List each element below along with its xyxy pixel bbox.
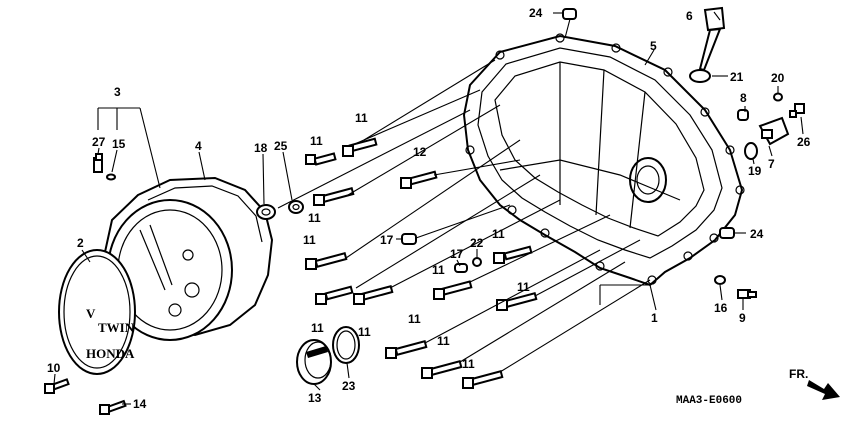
cover-bolt-bosses (465, 33, 745, 285)
callout-labels: 3 27 15 4 2 18 25 10 14 13 23 11 11 11 1… (47, 6, 811, 411)
callout-11: 11 (408, 312, 421, 326)
callout-11: 11 (517, 280, 530, 294)
callout-24: 24 (529, 6, 543, 20)
emblem-plate: V TWIN HONDA (58, 249, 136, 375)
callout-10: 10 (47, 361, 61, 375)
bolt (433, 280, 473, 300)
bolt-12 (400, 170, 438, 189)
bolt (342, 137, 378, 157)
bolt-14 (99, 399, 127, 415)
o-ring-19 (744, 142, 758, 160)
dowel-pin-17a (401, 233, 417, 245)
callout-9: 9 (739, 311, 746, 325)
callout-11: 11 (492, 227, 505, 241)
bolt (421, 359, 463, 379)
callout-11: 11 (310, 134, 323, 148)
dipstick-6 (698, 6, 726, 72)
callout-21: 21 (730, 70, 744, 84)
callout-23: 23 (342, 379, 356, 393)
callout-27: 27 (92, 135, 106, 149)
callout-3: 3 (114, 85, 121, 99)
callout-1: 1 (651, 311, 658, 325)
callout-17: 17 (450, 247, 464, 261)
callout-20: 20 (771, 71, 785, 85)
callout-24: 24 (750, 227, 764, 241)
o-ring-25 (288, 200, 304, 214)
callout-8: 8 (740, 91, 747, 105)
bolt-26 (789, 103, 805, 118)
callout-13: 13 (308, 391, 322, 405)
bolt-10 (44, 378, 70, 394)
callout-11: 11 (358, 325, 371, 339)
callout-19: 19 (748, 164, 762, 178)
dowel-pin-24-top (562, 8, 577, 20)
dowel-pin-24-right (719, 227, 735, 239)
callout-5: 5 (650, 39, 657, 53)
o-ring-23 (332, 326, 360, 364)
bolt (305, 152, 337, 166)
washer-27 (106, 173, 116, 181)
logo-twin: TWIN (98, 320, 135, 335)
callout-12: 12 (413, 145, 427, 159)
callout-4: 4 (195, 139, 202, 153)
callout-11: 11 (432, 263, 445, 277)
direction-label: FR. (789, 367, 808, 381)
bolt (493, 245, 533, 264)
bolt (305, 251, 348, 270)
callout-11: 11 (462, 357, 475, 371)
filler-cap-13 (296, 339, 332, 385)
o-ring-21 (689, 69, 711, 83)
callout-11: 11 (437, 334, 450, 348)
pin-8 (737, 109, 749, 121)
callout-26: 26 (797, 135, 811, 149)
bolt-15 (93, 153, 103, 173)
callout-7: 7 (768, 157, 775, 171)
bolt (353, 284, 394, 305)
callout-6: 6 (686, 9, 693, 23)
callout-17: 17 (380, 233, 394, 247)
logo-brand: HONDA (86, 346, 135, 361)
callout-16: 16 (714, 301, 728, 315)
callout-2: 2 (77, 236, 84, 250)
callout-lines (53, 11, 804, 405)
callout-15: 15 (112, 137, 126, 151)
callout-22: 22 (470, 236, 484, 250)
bolt (385, 339, 428, 359)
callout-11: 11 (311, 321, 324, 335)
washer-22 (472, 257, 482, 267)
callout-18: 18 (254, 141, 268, 155)
logo-v: V (86, 306, 96, 321)
front-direction-arrow: FR. (789, 367, 840, 400)
crankcase-cover (462, 33, 745, 287)
bolt-9 (737, 289, 757, 299)
bolt (462, 369, 504, 389)
washer-20 (773, 92, 783, 102)
callout-14: 14 (133, 397, 147, 411)
washer-16 (714, 275, 726, 285)
callout-11: 11 (308, 211, 321, 225)
sensor-7 (758, 116, 790, 146)
clutch-cover (103, 176, 274, 341)
leader-lines (277, 18, 651, 373)
diagram-code: MAA3-E0600 (676, 395, 742, 407)
bolt (313, 186, 355, 206)
oil-seal-18 (256, 204, 276, 220)
callout-11: 11 (303, 233, 316, 247)
callout-25: 25 (274, 139, 288, 153)
bolt (315, 285, 354, 305)
dowel-pin-17b (454, 263, 468, 273)
callout-11: 11 (355, 111, 368, 125)
